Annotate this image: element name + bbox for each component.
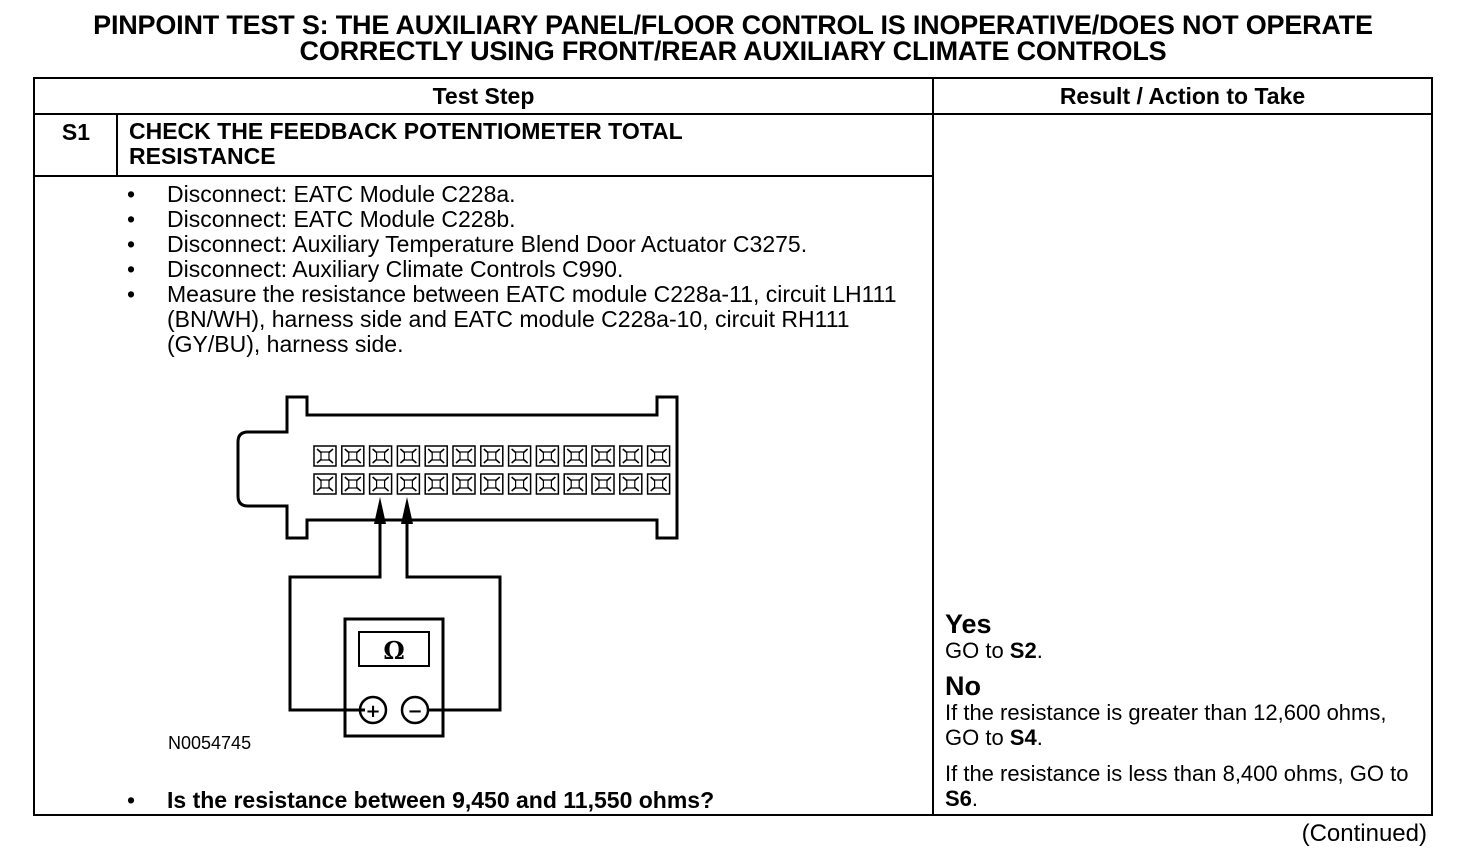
procedure-text: Disconnect: EATC Module C228b. bbox=[167, 206, 516, 232]
no-action-2: If the resistance is less than 8,400 ohm… bbox=[945, 761, 1425, 811]
connector-pin-cell bbox=[341, 445, 365, 467]
connector-pin-cell bbox=[507, 445, 532, 467]
yes-action-text: GO to bbox=[945, 638, 1010, 663]
minus-icon: − bbox=[407, 701, 422, 722]
connector-pin-cell bbox=[341, 473, 365, 495]
connector-pin-cell bbox=[619, 473, 643, 495]
procedure-item: • Measure the resistance between EATC mod… bbox=[125, 282, 902, 357]
connector-pin-cell bbox=[535, 473, 560, 495]
no-target-step-2: S6 bbox=[945, 786, 972, 811]
step-id: S1 bbox=[61, 119, 91, 145]
no-action-1: If the resistance is greater than 12,600… bbox=[945, 700, 1395, 750]
header-divider bbox=[35, 113, 1431, 115]
connector-pin-cell bbox=[313, 473, 337, 495]
no-target-step-1: S4 bbox=[1009, 725, 1037, 750]
bullet: • bbox=[127, 256, 136, 282]
header-test-step: Test Step bbox=[432, 83, 535, 109]
step-title-line-1: CHECK THE FEEDBACK POTENTIOMETER TOTAL bbox=[129, 118, 683, 144]
connector-pin-cell bbox=[480, 473, 504, 495]
procedure-item: • Disconnect: Auxiliary Temperature Blend… bbox=[125, 232, 925, 257]
negative-terminal bbox=[400, 695, 430, 725]
yes-action: GO to S2. bbox=[945, 638, 1425, 663]
yes-label: Yes bbox=[945, 609, 992, 639]
procedure-item: • Disconnect: EATC Module C228b. bbox=[125, 207, 925, 232]
connector-pin-cell bbox=[507, 473, 532, 495]
connector-pin-cell bbox=[646, 473, 671, 495]
page-title: PINPOINT TEST S: THE AUXILIARY PANEL/FLO… bbox=[0, 10, 1466, 66]
yes-target-step: S2 bbox=[1009, 638, 1037, 663]
step-title-line-2: RESISTANCE bbox=[129, 143, 276, 169]
pinpoint-test-table: Test Step Result / Action to Take S1 CHE… bbox=[33, 77, 1433, 816]
connector-diagram: Ω + − bbox=[236, 395, 679, 738]
connector-pins bbox=[313, 445, 671, 495]
connector-pin-cell bbox=[480, 445, 504, 467]
no-action-2-text: If the resistance is less than 8,400 ohm… bbox=[945, 761, 1409, 786]
plus-icon: + bbox=[365, 701, 380, 722]
procedure-text: Measure the resistance between EATC modu… bbox=[167, 281, 897, 357]
title-line-2: CORRECTLY USING FRONT/REAR AUXILIARY CLI… bbox=[299, 36, 1167, 66]
connector-pin-cell bbox=[424, 473, 448, 495]
figure-code: N0054745 bbox=[168, 733, 252, 753]
connector-pin-cell bbox=[396, 473, 421, 495]
procedure-text: Disconnect: Auxiliary Temperature Blend … bbox=[167, 231, 808, 257]
procedure-item: • Disconnect: EATC Module C228a. bbox=[125, 182, 925, 207]
connector-pin-cell bbox=[535, 445, 560, 467]
positive-terminal bbox=[358, 695, 388, 725]
bullet: • bbox=[127, 231, 136, 257]
result-no: No If the resistance is greater than 12,… bbox=[945, 672, 1425, 811]
procedure-text: Disconnect: Auxiliary Climate Controls C… bbox=[167, 256, 624, 282]
probe-left-icon bbox=[374, 497, 386, 524]
connector-pin-cell bbox=[591, 473, 615, 495]
question-text: Is the resistance between 9,450 and 11,5… bbox=[167, 787, 715, 813]
no-action-2-end: . bbox=[971, 786, 979, 811]
connector-pin-cell bbox=[646, 445, 671, 467]
connector-pin-cell bbox=[563, 473, 587, 495]
multimeter-body bbox=[343, 617, 445, 738]
yes-action-end: . bbox=[1036, 638, 1043, 663]
step-id-divider bbox=[116, 114, 118, 176]
header-result-action: Result / Action to Take bbox=[1059, 83, 1306, 109]
connector-pin-cell bbox=[452, 445, 476, 467]
ohm-icon: Ω bbox=[383, 636, 404, 665]
result-yes: Yes GO to S2. bbox=[945, 610, 1425, 663]
connector-pin-cell bbox=[396, 445, 421, 467]
no-action-1-end: . bbox=[1036, 725, 1043, 750]
procedure-text: Disconnect: EATC Module C228a. bbox=[167, 181, 516, 207]
connector-body bbox=[236, 395, 679, 540]
procedure-list: • Disconnect: EATC Module C228a. • Disconn… bbox=[125, 182, 925, 357]
connector-pin-cell bbox=[619, 445, 643, 467]
step-title: CHECK THE FEEDBACK POTENTIOMETER TOTAL R… bbox=[129, 119, 829, 169]
connector-pin-cell bbox=[424, 445, 448, 467]
step-question: • Is the resistance between 9,450 and 11,… bbox=[125, 788, 714, 813]
procedure-item: • Disconnect: Auxiliary Climate Controls … bbox=[125, 257, 925, 282]
step-title-divider bbox=[35, 175, 933, 177]
bullet: • bbox=[127, 181, 136, 207]
test-lead-right bbox=[405, 504, 502, 712]
bullet: • bbox=[127, 206, 136, 232]
probe-right-icon bbox=[401, 497, 413, 524]
connector-pin-cell bbox=[368, 473, 393, 495]
bullet: • bbox=[127, 281, 136, 307]
connector-pin-cell bbox=[563, 445, 587, 467]
bullet: • bbox=[127, 787, 136, 813]
title-line-1: PINPOINT TEST S: THE AUXILIARY PANEL/FLO… bbox=[93, 10, 1373, 40]
connector-pin-cell bbox=[452, 473, 476, 495]
connector-pin-cell bbox=[591, 445, 615, 467]
connector-pin-cell bbox=[313, 445, 337, 467]
no-action-1-text: If the resistance is greater than 12,600… bbox=[945, 700, 1387, 750]
no-label: No bbox=[945, 671, 981, 701]
multimeter-display bbox=[358, 631, 430, 667]
continued-note: (Continued) bbox=[1301, 820, 1427, 847]
test-lead-left bbox=[288, 504, 382, 712]
column-divider bbox=[932, 79, 934, 814]
connector-pin-cell bbox=[368, 445, 393, 467]
